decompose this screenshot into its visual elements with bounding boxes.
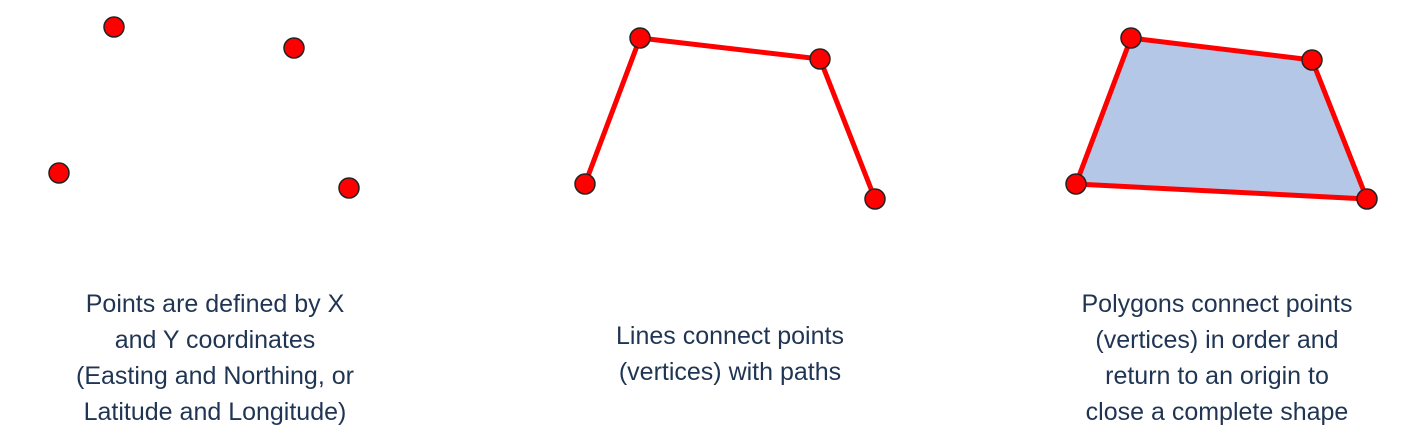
polygon-shape bbox=[1073, 35, 1370, 202]
caption-line: (Easting and Northing, or bbox=[76, 362, 354, 390]
point-vertex bbox=[283, 37, 305, 59]
caption-line: close a complete shape bbox=[1085, 398, 1349, 426]
polygon-vertex bbox=[1065, 173, 1087, 195]
point-vertex bbox=[103, 16, 125, 38]
polygon-vertex bbox=[1356, 188, 1378, 210]
caption-line: Points are defined by X bbox=[85, 290, 345, 318]
line-vertex bbox=[629, 27, 651, 49]
polygon-vertex bbox=[1301, 49, 1323, 71]
point-vertex bbox=[48, 162, 70, 184]
caption-line: Lines connect points bbox=[616, 322, 844, 350]
line-path bbox=[582, 35, 878, 200]
points-caption: Points are defined by X and Y coordinate… bbox=[20, 286, 410, 430]
caption-line: return to an origin to bbox=[1105, 362, 1329, 390]
caption-line: Latitude and Longitude) bbox=[83, 398, 347, 426]
polygons-panel bbox=[1065, 27, 1378, 210]
caption-line: and Y coordinates bbox=[114, 326, 316, 354]
lines-panel bbox=[574, 27, 886, 210]
polygon-vertex bbox=[1120, 27, 1142, 49]
caption-line: Polygons connect points bbox=[1081, 290, 1353, 318]
caption-line: (vertices) with paths bbox=[618, 358, 842, 386]
points-panel bbox=[48, 16, 360, 199]
polygons-caption: Polygons connect points (vertices) in or… bbox=[1022, 286, 1412, 430]
caption-line: (vertices) in order and bbox=[1095, 326, 1339, 354]
lines-caption: Lines connect points (vertices) with pat… bbox=[535, 318, 925, 390]
line-vertex bbox=[809, 48, 831, 70]
line-vertex bbox=[864, 188, 886, 210]
point-vertex bbox=[338, 177, 360, 199]
line-vertex bbox=[574, 173, 596, 195]
